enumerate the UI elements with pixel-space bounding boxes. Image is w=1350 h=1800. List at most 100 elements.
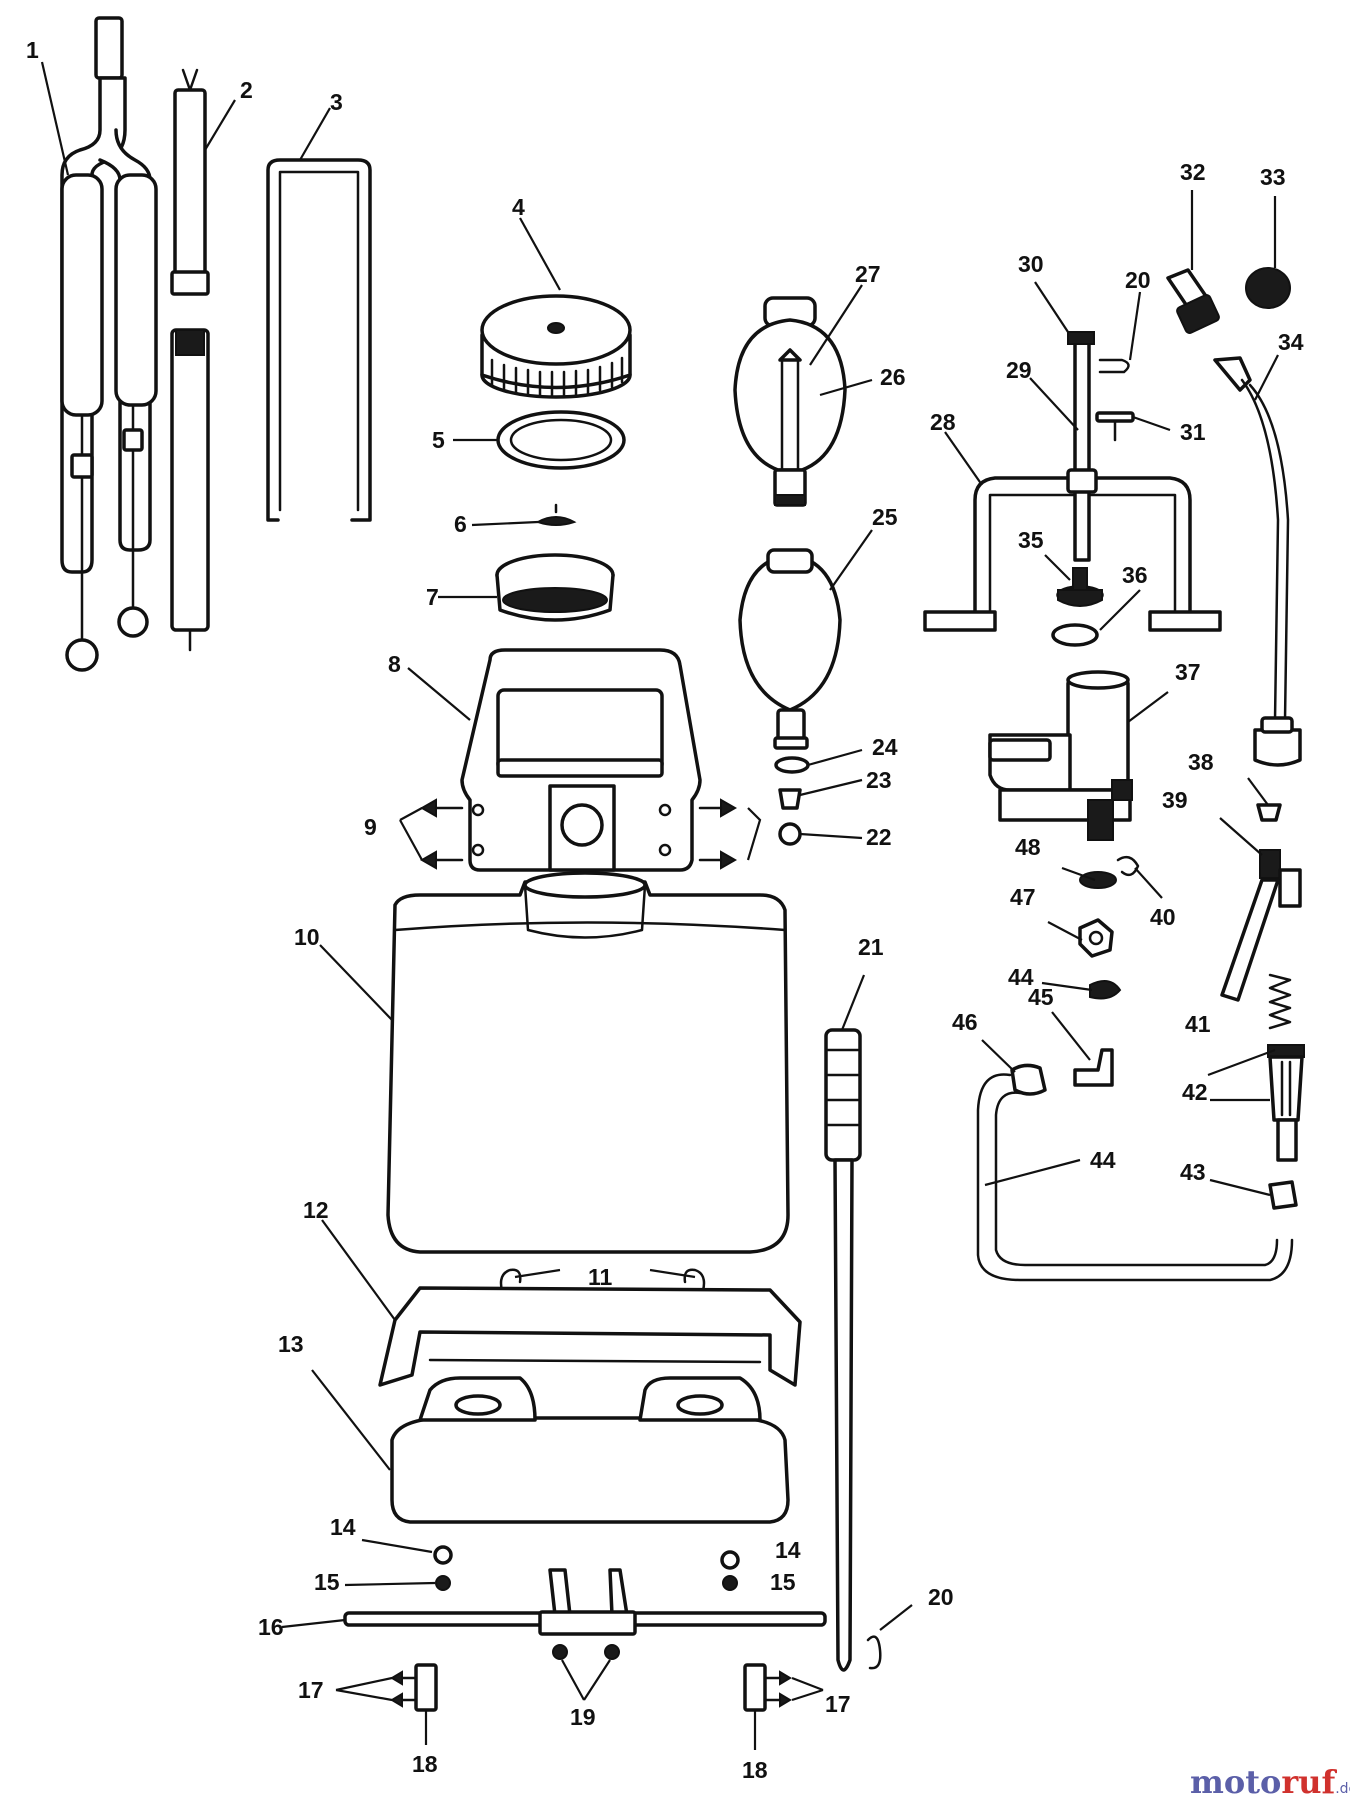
part-13-base bbox=[390, 1376, 790, 1524]
callout-45: 45 bbox=[1028, 984, 1054, 1010]
callout-26: 26 bbox=[880, 364, 906, 390]
callout-9: 9 bbox=[364, 814, 377, 840]
callout-35: 35 bbox=[1018, 527, 1044, 553]
part-22-ball bbox=[778, 822, 802, 846]
callout-10: 10 bbox=[294, 924, 320, 950]
part-20-clip-bottom bbox=[866, 1635, 882, 1670]
part-12-base-bracket bbox=[378, 1286, 802, 1387]
part-15-nuts bbox=[435, 1575, 738, 1591]
part-17-screws bbox=[390, 1670, 792, 1708]
part-21-lance bbox=[824, 1028, 862, 1672]
callout-40: 40 bbox=[1150, 904, 1176, 930]
part-41-spring bbox=[1268, 973, 1292, 1030]
callout-3: 3 bbox=[330, 89, 343, 115]
part-40-clip bbox=[1116, 855, 1140, 877]
part-33-nozzle-cap bbox=[1245, 267, 1291, 309]
callout-15-right: 15 bbox=[770, 1569, 796, 1595]
callout-18-left: 18 bbox=[412, 1751, 438, 1777]
callout-36: 36 bbox=[1122, 562, 1148, 588]
callout-16: 16 bbox=[258, 1614, 284, 1640]
part-27-inner-tube bbox=[778, 348, 802, 472]
part-19-nuts bbox=[552, 1644, 620, 1660]
callout-38: 38 bbox=[1188, 749, 1214, 775]
watermark-part-c: .de bbox=[1335, 1781, 1350, 1797]
part-26-pressure-chamber-upper bbox=[733, 296, 847, 507]
part-36-o-ring bbox=[1051, 623, 1099, 647]
part-10-tank bbox=[386, 871, 790, 1254]
callout-20-top: 20 bbox=[1125, 267, 1151, 293]
part-24-o-ring bbox=[774, 756, 810, 774]
callout-15-left: 15 bbox=[314, 1569, 340, 1595]
callout-12: 12 bbox=[303, 1197, 329, 1223]
callout-20-bottom: 20 bbox=[928, 1584, 954, 1610]
callout-13: 13 bbox=[278, 1331, 304, 1357]
part-8-top-frame bbox=[460, 648, 702, 872]
callout-17-left: 17 bbox=[298, 1677, 324, 1703]
svg-text:motoruf.de: motoruf.de bbox=[1190, 1763, 1350, 1800]
part-44-ring bbox=[1089, 980, 1122, 1000]
callout-1: 1 bbox=[26, 37, 39, 63]
callout-14-right: 14 bbox=[775, 1537, 801, 1563]
callout-33: 33 bbox=[1260, 164, 1286, 190]
callout-4: 4 bbox=[512, 194, 525, 220]
callout-11: 11 bbox=[588, 1264, 613, 1290]
callout-42: 42 bbox=[1182, 1079, 1208, 1105]
part-28-stand bbox=[923, 476, 1222, 632]
part-4-tank-cap bbox=[480, 294, 632, 399]
callout-19: 19 bbox=[570, 1704, 596, 1730]
callout-44-hose: 44 bbox=[1090, 1147, 1116, 1173]
callout-41: 41 bbox=[1185, 1011, 1211, 1037]
callout-6: 6 bbox=[454, 511, 467, 537]
part-16-crossbar bbox=[343, 1568, 827, 1636]
callout-27: 27 bbox=[855, 261, 881, 287]
callout-18-right: 18 bbox=[742, 1757, 768, 1783]
watermark-logo: motoruf.de bbox=[1190, 1763, 1350, 1800]
callout-22: 22 bbox=[866, 824, 892, 850]
callout-43: 43 bbox=[1180, 1159, 1206, 1185]
part-44-hose bbox=[976, 1073, 1294, 1282]
watermark-part-b: ruf bbox=[1281, 1763, 1337, 1800]
callout-44-ring: 44 bbox=[1008, 964, 1034, 990]
callout-25: 25 bbox=[872, 504, 898, 530]
part-46-clamp bbox=[1010, 1063, 1047, 1096]
part-7-strainer bbox=[495, 553, 615, 622]
callout-37: 37 bbox=[1175, 659, 1201, 685]
part-42-filter bbox=[1267, 1044, 1305, 1162]
part-3-u-bracket bbox=[266, 158, 372, 522]
callout-24: 24 bbox=[872, 734, 898, 760]
callout-32: 32 bbox=[1180, 159, 1206, 185]
part-2-pump-cylinder bbox=[170, 68, 210, 652]
part-45-elbow bbox=[1073, 1048, 1114, 1087]
callout-5: 5 bbox=[432, 427, 445, 453]
callout-34: 34 bbox=[1278, 329, 1304, 355]
part-38-cap bbox=[1256, 803, 1282, 822]
callout-23: 23 bbox=[866, 767, 892, 793]
callout-21: 21 bbox=[858, 934, 884, 960]
callout-14-left: 14 bbox=[330, 1514, 356, 1540]
part-25-pressure-chamber bbox=[738, 548, 842, 750]
part-47-nut bbox=[1078, 918, 1114, 958]
callout-7: 7 bbox=[426, 584, 439, 610]
part-31-wing-nut bbox=[1095, 411, 1135, 442]
callout-47: 47 bbox=[1010, 884, 1036, 910]
part-35-valve-cap bbox=[1056, 567, 1104, 607]
callout-17-right: 17 bbox=[825, 1691, 851, 1717]
leader-lines bbox=[40, 61, 1279, 1750]
part-34-spray-wand bbox=[1213, 356, 1302, 767]
callout-2: 2 bbox=[240, 77, 253, 103]
callout-28: 28 bbox=[930, 409, 956, 435]
part-48-washer bbox=[1079, 871, 1117, 889]
part-20-clip-top bbox=[1098, 358, 1130, 374]
part-1-pump-handle bbox=[60, 16, 158, 672]
part-9-screws bbox=[419, 798, 738, 870]
part-39-lever bbox=[1220, 849, 1302, 1002]
part-23-cap bbox=[778, 788, 802, 810]
part-37-pump-housing bbox=[988, 670, 1133, 841]
part-14-washers bbox=[433, 1545, 740, 1570]
part-30-rod-top bbox=[1067, 331, 1095, 345]
callout-30: 30 bbox=[1018, 251, 1044, 277]
callout-31: 31 bbox=[1180, 419, 1206, 445]
callout-46: 46 bbox=[952, 1009, 978, 1035]
part-32-nozzle bbox=[1166, 268, 1220, 334]
